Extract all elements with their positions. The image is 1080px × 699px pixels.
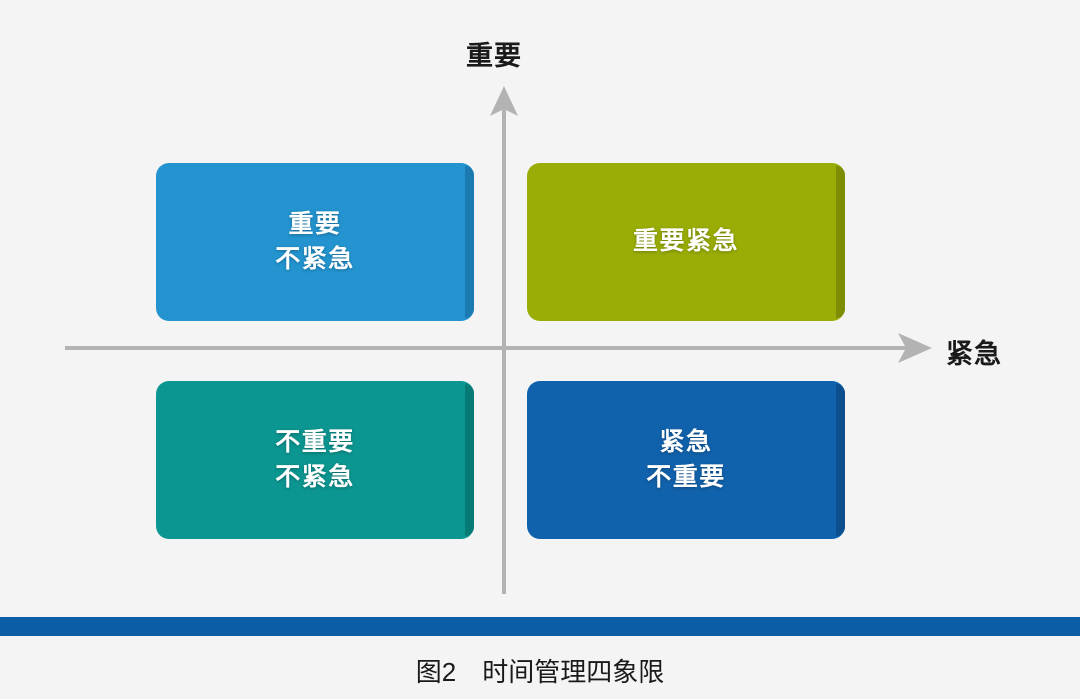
x-axis-label: 紧急 <box>946 339 1002 369</box>
quadrant-bevel <box>836 166 845 318</box>
quadrant-label-group: 重要紧急 <box>633 224 739 260</box>
quadrant-bevel <box>465 166 474 318</box>
quadrant-not-important-not-urgent[interactable]: 不重要 不紧急 <box>156 381 474 539</box>
quadrant-label-line-1: 紧急 <box>659 427 713 456</box>
quadrant-label-line-1: 重要 <box>288 209 342 238</box>
quadrant-label-line-1: 不重要 <box>275 427 355 456</box>
quadrant-label-line-1: 重要紧急 <box>632 227 739 256</box>
quadrant-bevel <box>465 384 474 536</box>
quadrant-important-not-urgent[interactable]: 重要 不紧急 <box>156 163 474 321</box>
arrow-right-icon <box>898 333 932 363</box>
quadrant-label-line-2: 不重要 <box>646 463 726 491</box>
quadrant-urgent-not-important[interactable]: 紧急 不重要 <box>527 381 845 539</box>
figure-caption: 图2 时间管理四象限 <box>415 657 665 687</box>
quadrant-label-line-2: 不紧急 <box>275 463 355 491</box>
y-axis-label: 重要 <box>466 41 522 71</box>
section-divider-rule <box>0 617 1080 636</box>
quadrant-important-urgent[interactable]: 重要紧急 <box>527 163 845 321</box>
quadrant-label-group: 不重要 不紧急 <box>275 425 355 496</box>
quadrant-bevel <box>836 384 845 536</box>
quadrant-label-group: 紧急 不重要 <box>646 425 726 496</box>
arrow-up-icon <box>490 86 518 116</box>
quadrant-label-group: 重要 不紧急 <box>275 207 355 278</box>
quadrant-label-line-2: 不紧急 <box>275 245 355 273</box>
